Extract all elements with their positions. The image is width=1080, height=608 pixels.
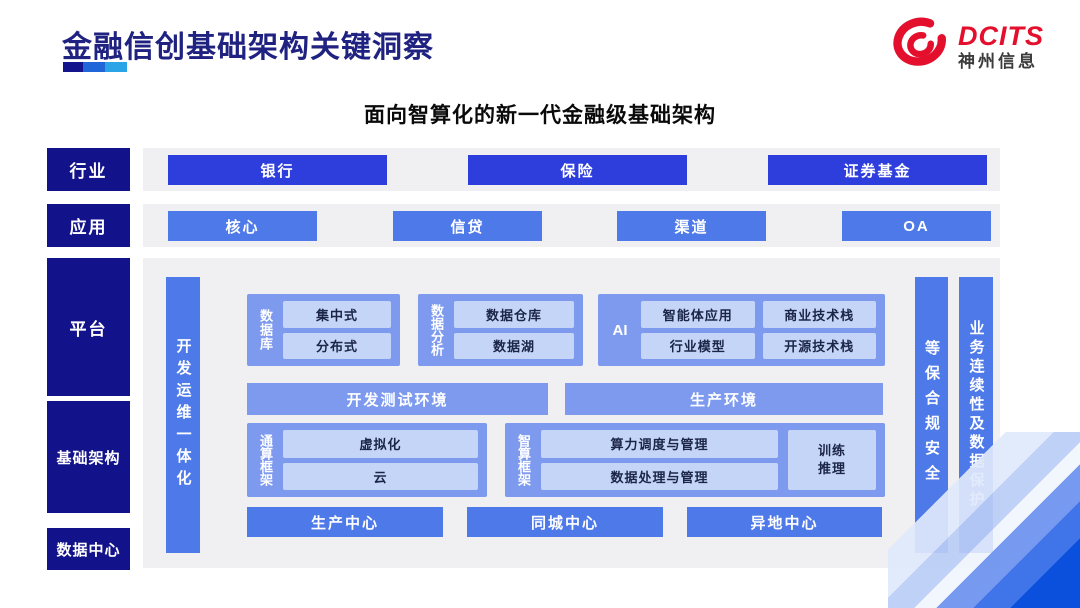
ai-group-label: AI (612, 321, 628, 339)
chip-opensource-stack: 开源技术栈 (762, 332, 876, 359)
chip-data-lake: 数据湖 (454, 332, 574, 359)
general-framework-group: 通算框架 虚拟化 云 (247, 423, 487, 497)
chip-compute-scheduling: 算力调度与管理 (541, 430, 778, 458)
chip-centralized: 集中式 (283, 301, 391, 328)
chip-data-processing: 数据处理与管理 (541, 462, 778, 490)
chip-cloud: 云 (283, 462, 478, 490)
application-item-core: 核心 (168, 211, 317, 241)
dcits-swirl-icon (890, 16, 952, 77)
analytics-group-label: 数据分析 (429, 304, 444, 356)
chip-data-warehouse: 数据仓库 (454, 301, 574, 328)
center-remote: 异地中心 (687, 507, 882, 537)
ai-group: AI 智能体应用 行业模型 商业技术栈 开源技术栈 (598, 294, 885, 366)
business-continuity-bar: 业务连续性及数据保护 (959, 277, 993, 553)
company-logo: DCITS 神州信息 (890, 16, 1044, 77)
sidebar-label-datacenter: 数据中心 (47, 528, 130, 570)
application-item-channel: 渠道 (617, 211, 766, 241)
industry-item-securities-fund: 证券基金 (768, 155, 987, 185)
logo-brand-text: DCITS (958, 20, 1044, 51)
chip-commercial-stack: 商业技术栈 (762, 301, 876, 328)
intelligent-framework-label: 智算框架 (516, 434, 531, 486)
devops-integration-bar: 开发运维一体化 (166, 277, 200, 553)
sidebar-label-infrastructure: 基础架构 (47, 401, 130, 513)
sidebar-label-application: 应用 (47, 204, 130, 247)
center-production: 生产中心 (247, 507, 443, 537)
chip-industry-models: 行业模型 (641, 332, 755, 359)
center-same-city: 同城中心 (467, 507, 663, 537)
chip-virtualization: 虚拟化 (283, 430, 478, 458)
sidebar-label-platform: 平台 (47, 258, 130, 396)
sidebar-label-industry: 行业 (47, 148, 130, 191)
diagram-subtitle: 面向智算化的新一代金融级基础架构 (364, 104, 716, 127)
dev-test-environment-bar: 开发测试环境 (247, 383, 548, 415)
security-compliance-bar: 等保合规安全 (915, 277, 948, 553)
analytics-group: 数据分析 数据仓库 数据湖 (418, 294, 583, 366)
chip-agent-apps: 智能体应用 (641, 301, 755, 328)
page-title: 金融信创基础架构关键洞察 (62, 31, 434, 64)
general-framework-label: 通算框架 (258, 434, 273, 486)
industry-item-insurance: 保险 (468, 155, 687, 185)
industry-item-bank: 银行 (168, 155, 387, 185)
intelligent-framework-group: 智算框架 算力调度与管理 数据处理与管理 训练推理 (505, 423, 885, 497)
database-group: 数据库 集中式 分布式 (247, 294, 400, 366)
chip-distributed: 分布式 (283, 332, 391, 359)
chip-training-inference: 训练推理 (788, 430, 876, 490)
application-item-credit: 信贷 (393, 211, 542, 241)
application-item-oa: OA (842, 211, 991, 241)
title-underline-decoration (63, 62, 127, 72)
production-environment-bar: 生产环境 (565, 383, 883, 415)
database-group-label: 数据库 (258, 309, 273, 351)
logo-company-text: 神州信息 (958, 52, 1038, 72)
